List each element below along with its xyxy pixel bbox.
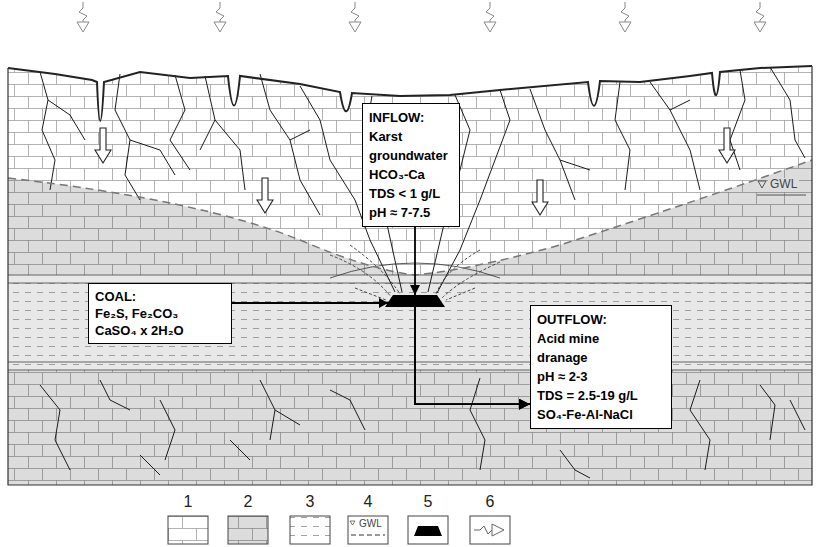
lower-limestone: [8, 370, 812, 485]
flow-arrow: [415, 227, 530, 404]
legend-item: 2: [236, 493, 260, 511]
legend-number: 5: [424, 493, 433, 510]
gwl-label: GWL: [768, 178, 799, 192]
coal-layer: [8, 275, 812, 370]
legend-samples: [168, 516, 510, 544]
info-box: COAL:Fe₂S, Fe₂CO₃CaSO₄ x 2H₂O: [88, 283, 232, 344]
box-text: HCO₃-Ca: [369, 165, 453, 184]
box-text: TDS < 1 g/L: [369, 184, 453, 203]
box-text: CaSO₄ x 2H₂O: [95, 322, 225, 339]
legend-number: 6: [486, 493, 495, 510]
legend-number: 4: [364, 493, 373, 510]
box-text: INFLOW:: [369, 108, 453, 127]
info-box: INFLOW:Karst groundwaterHCO₃-CaTDS < 1 g…: [362, 103, 460, 227]
box-text: Fe₂S, Fe₂CO₃: [95, 305, 225, 322]
upper-limestone: [8, 66, 812, 275]
box-text: COAL:: [95, 288, 225, 305]
legend-item: 6: [478, 493, 502, 511]
legend-number: 1: [184, 493, 193, 510]
box-text: SO₄-Fe-Al-NaCl: [537, 405, 647, 424]
legend-item: 3: [298, 493, 322, 511]
legend-number: 3: [306, 493, 315, 510]
legend-gwl-label: GWL: [357, 518, 384, 530]
flow-arrow: [232, 303, 530, 404]
layer-boundaries: [8, 275, 812, 370]
legend-item: 5: [416, 493, 440, 511]
info-box: OUTFLOW:Acid mine dranagepH ≈ 2-3TDS = 2…: [530, 305, 672, 429]
box-text: TDS = 2.5-19 g/L: [537, 386, 647, 405]
karst-fractures: [40, 67, 805, 293]
box-text: OUTFLOW:: [537, 310, 647, 329]
lower-fractures: [40, 378, 805, 478]
section-frame: [8, 66, 812, 485]
box-text: pH ≈ 2-3: [537, 367, 647, 386]
box-text: Acid mine dranage: [537, 329, 647, 367]
box-text: Karst groundwater: [369, 127, 453, 165]
legend-item: 1: [176, 493, 200, 511]
rain-arrows: [77, 2, 766, 32]
groundwater-level: [8, 160, 812, 275]
legend-item: 4: [356, 493, 380, 511]
mine-inlet-arrowheads: [379, 285, 420, 308]
box-text: pH ≈ 7-7.5: [369, 203, 453, 222]
saturated-zone: [8, 160, 812, 275]
legend-number: 2: [244, 493, 253, 510]
